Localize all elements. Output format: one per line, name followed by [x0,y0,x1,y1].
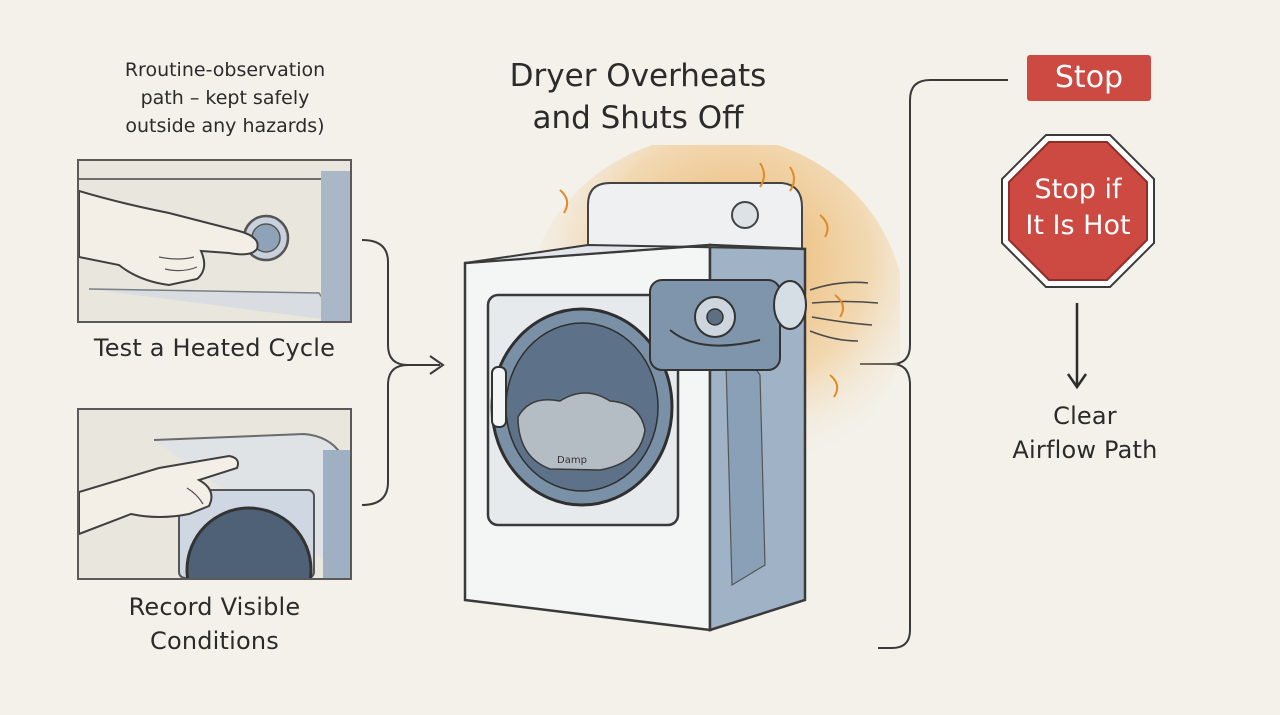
stop-sign-line-2: It Is Hot [1025,210,1131,241]
observation-note: Rroutine-observation path – kept safely … [90,56,360,140]
note-line-3: outside any hazards) [125,115,325,137]
dryer-door-icon [185,506,313,578]
panel-test-heated-cycle [77,159,352,323]
stop-label: Stop [1027,55,1151,101]
hand-icon [79,189,259,287]
control-knob-icon [731,201,759,229]
hand-pressing-button-illustration [79,161,350,321]
exhaust-vent-icon [773,280,807,330]
airflow-lines [809,281,879,342]
arrow-to-dryer-icon [429,355,445,375]
caption-test-heated-cycle: Test a Heated Cycle [93,334,336,362]
caption-record-line-1: Record Visible [128,593,301,621]
action-line-1: Clear [1053,402,1117,430]
hand-pointing-dryer-illustration [79,410,350,578]
note-line-2: path – kept safely [140,87,310,109]
action-line-2: Airflow Path [1012,436,1158,464]
damp-laundry-icon [517,392,646,471]
pointing-hand-icon [79,454,239,536]
stop-sign-text: Stop if It Is Hot [1000,172,1156,244]
title-line-2: and Shuts Off [532,100,744,136]
stop-sign-line-1: Stop if [1034,174,1122,205]
title-line-1: Dryer Overheats [509,58,767,94]
stop-sign-icon [1001,134,1155,288]
caption-record-line-2: Conditions [149,627,280,655]
diagram-title: Dryer Overheats and Shuts Off [468,55,808,139]
drum-scribble-text: Damp [557,455,587,466]
note-line-1: Rroutine-observation [124,59,326,81]
arrow-down-icon [1066,373,1088,390]
overheating-dryer-illustration: Damp [463,145,900,632]
heat-wisps [559,162,845,398]
clear-airflow-caption: Clear Airflow Path [985,399,1185,467]
panel-record-conditions [77,408,352,580]
caption-record-conditions: Record Visible Conditions [77,590,352,658]
